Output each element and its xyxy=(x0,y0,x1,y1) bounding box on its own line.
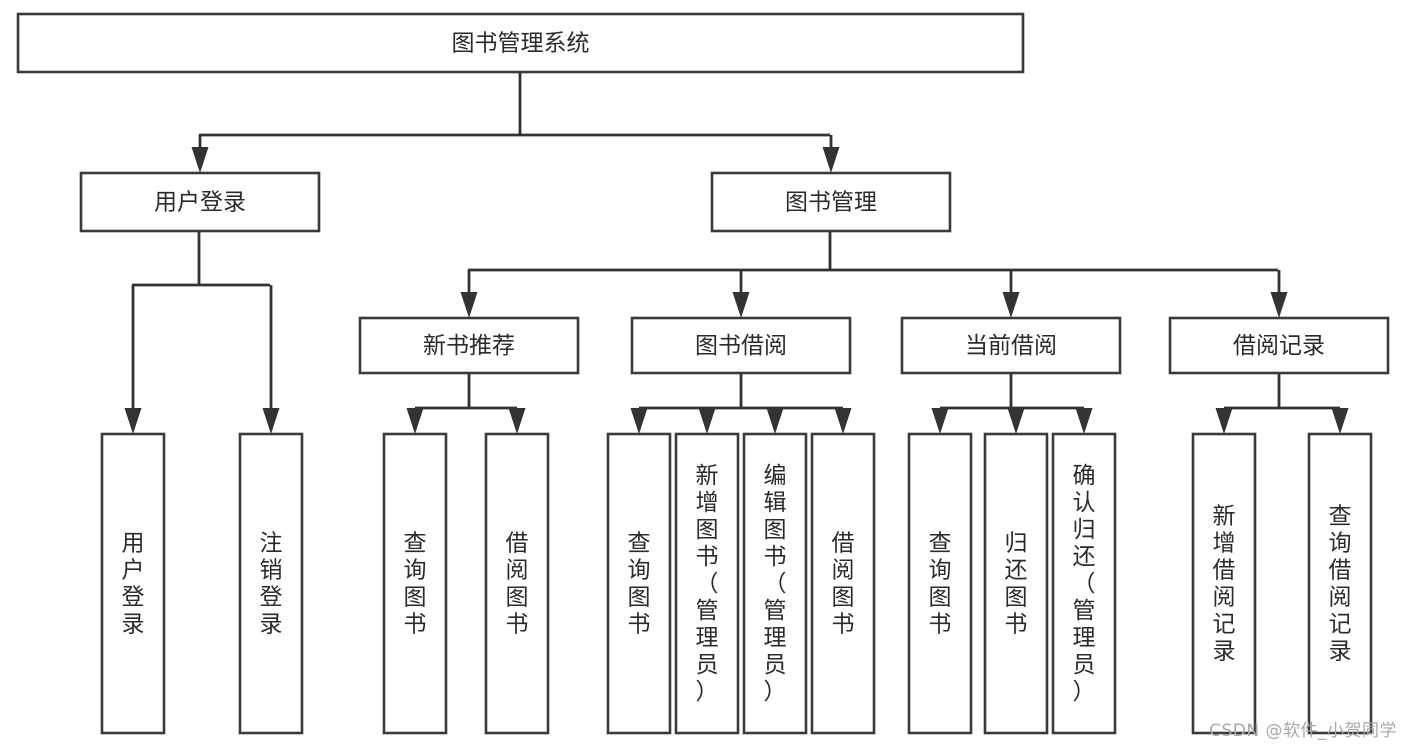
node-box-current-borrow xyxy=(900,316,1122,375)
node-box-leaf-logout xyxy=(238,432,304,735)
login-arrow-1 xyxy=(262,285,280,434)
node-label-current-borrow: 当前借阅 xyxy=(965,333,1057,359)
node-label-leaf-query-book-1: 查询图书 xyxy=(404,531,427,638)
root-arrow-1 xyxy=(822,135,840,173)
node-box-leaf-add-book xyxy=(674,432,740,735)
node-box-leaf-query-book-3 xyxy=(907,432,973,735)
node-borrow-record[interactable]: 借阅记录 xyxy=(1168,316,1390,375)
node-leaf-query-record[interactable]: 查询借阅记录 xyxy=(1307,432,1373,735)
connectors-layer xyxy=(124,72,1349,434)
node-label-leaf-query-book-3: 查询图书 xyxy=(929,531,952,638)
manage-arrow-2 xyxy=(1002,270,1020,318)
node-box-leaf-confirm-return xyxy=(1051,432,1117,735)
node-box-user-login xyxy=(79,171,321,233)
node-label-book-manage: 图书管理 xyxy=(785,190,877,216)
node-box-leaf-query-book-1 xyxy=(382,432,448,735)
node-label-book-borrow: 图书借阅 xyxy=(695,333,787,359)
book-borrow-arrow-0 xyxy=(630,408,648,434)
node-book-borrow[interactable]: 图书借阅 xyxy=(630,316,852,375)
node-leaf-add-book[interactable]: 新增图书（管理员） xyxy=(674,432,740,735)
node-box-leaf-return-book xyxy=(983,432,1049,735)
node-label-leaf-query-record: 查询借阅记录 xyxy=(1329,504,1352,665)
manage-arrow-3 xyxy=(1270,270,1288,318)
root-arrow-0 xyxy=(191,135,209,173)
node-box-leaf-query-record xyxy=(1307,432,1373,735)
node-user-login[interactable]: 用户登录 xyxy=(79,171,321,233)
node-label-user-login: 用户登录 xyxy=(154,190,246,216)
node-label-leaf-borrow-book-2: 借阅图书 xyxy=(832,531,855,638)
node-root[interactable]: 图书管理系统 xyxy=(16,12,1025,74)
node-box-leaf-borrow-book-1 xyxy=(484,432,550,735)
node-label-borrow-record: 借阅记录 xyxy=(1233,333,1325,359)
node-leaf-query-book-2[interactable]: 查询图书 xyxy=(606,432,672,735)
node-label-leaf-return-book: 归还图书 xyxy=(1005,531,1028,638)
node-box-borrow-record xyxy=(1168,316,1390,375)
book-borrow-arrow-1 xyxy=(698,408,716,434)
node-label-leaf-logout: 注销登录 xyxy=(260,531,283,638)
node-leaf-borrow-book-1[interactable]: 借阅图书 xyxy=(484,432,550,735)
manage-arrow-0 xyxy=(460,270,478,318)
node-label-new-book-rec: 新书推荐 xyxy=(423,333,515,359)
current-borrow-arrow-1 xyxy=(1007,408,1025,434)
node-leaf-query-book-3[interactable]: 查询图书 xyxy=(907,432,973,735)
node-label-leaf-add-book: 新增图书（管理员） xyxy=(696,463,719,705)
node-leaf-logout[interactable]: 注销登录 xyxy=(238,432,304,735)
node-leaf-query-book-1[interactable]: 查询图书 xyxy=(382,432,448,735)
node-leaf-return-book[interactable]: 归还图书 xyxy=(983,432,1049,735)
node-box-new-book-rec xyxy=(358,316,580,375)
node-label-root: 图书管理系统 xyxy=(452,31,590,57)
node-current-borrow[interactable]: 当前借阅 xyxy=(900,316,1122,375)
node-label-leaf-confirm-return: 确认归还（管理员） xyxy=(1073,463,1096,705)
node-label-leaf-add-record: 新增借阅记录 xyxy=(1213,504,1236,665)
nodes-layer: 图书管理系统用户登录图书管理用户登录注销登录新书推荐查询图书借阅图书图书借阅查询… xyxy=(16,12,1390,735)
current-borrow-arrow-2 xyxy=(1075,408,1093,434)
current-borrow-arrow-0 xyxy=(931,408,949,434)
node-leaf-user-login[interactable]: 用户登录 xyxy=(100,432,166,735)
borrow-record-arrow-0 xyxy=(1215,408,1233,434)
node-label-leaf-user-login: 用户登录 xyxy=(122,531,145,638)
manage-arrow-1 xyxy=(732,270,750,318)
node-box-book-borrow xyxy=(630,316,852,375)
node-label-leaf-borrow-book-1: 借阅图书 xyxy=(506,531,529,638)
new-book-rec-arrow-0 xyxy=(406,408,424,434)
node-label-leaf-query-book-2: 查询图书 xyxy=(628,531,651,638)
node-box-leaf-borrow-book-2 xyxy=(810,432,876,735)
node-box-root xyxy=(16,12,1025,74)
node-box-book-manage xyxy=(710,171,952,233)
node-book-manage[interactable]: 图书管理 xyxy=(710,171,952,233)
node-new-book-rec[interactable]: 新书推荐 xyxy=(358,316,580,375)
node-leaf-add-record[interactable]: 新增借阅记录 xyxy=(1191,432,1257,735)
node-box-leaf-edit-book xyxy=(742,432,808,735)
node-leaf-confirm-return[interactable]: 确认归还（管理员） xyxy=(1051,432,1117,735)
node-box-leaf-user-login xyxy=(100,432,166,735)
login-arrow-0 xyxy=(124,285,142,434)
node-box-leaf-add-record xyxy=(1191,432,1257,735)
node-leaf-edit-book[interactable]: 编辑图书（管理员） xyxy=(742,432,808,735)
book-borrow-arrow-3 xyxy=(834,408,852,434)
node-box-leaf-query-book-2 xyxy=(606,432,672,735)
node-leaf-borrow-book-2[interactable]: 借阅图书 xyxy=(810,432,876,735)
book-borrow-arrow-2 xyxy=(766,408,784,434)
new-book-rec-arrow-1 xyxy=(508,408,526,434)
borrow-record-arrow-1 xyxy=(1331,408,1349,434)
node-label-leaf-edit-book: 编辑图书（管理员） xyxy=(764,463,787,705)
